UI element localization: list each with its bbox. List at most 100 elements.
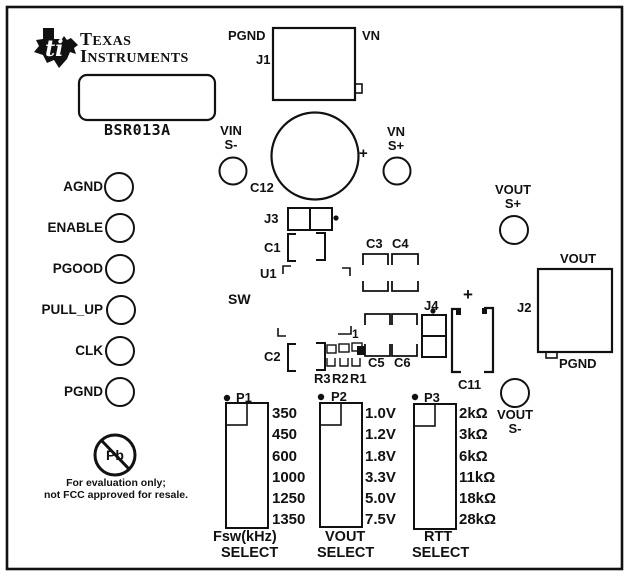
j4-pin1-dot [430,308,436,314]
vout-s-minus-label: VOUT S- [490,408,540,436]
c11-pads [450,306,495,374]
j3-pin1-dot [333,215,339,221]
u1-pin1-label: 1 [352,327,359,341]
label-box [77,73,217,122]
j1-pgnd-label: PGND [228,28,266,43]
p3-value: 11kΩ [459,469,496,486]
vn-s-plus-line2: S+ [387,138,405,153]
c2-pad-left [287,343,296,372]
vout-s-minus-line2: S- [508,421,522,436]
p2-value: 5.0V [365,490,396,507]
u1-ref: U1 [260,266,277,281]
p3-value: 3kΩ [459,426,488,443]
c1-pad-left [287,233,296,262]
agnd-testpoint [104,172,134,202]
pgood-label: PGOOD [52,261,103,276]
p2-ref: P2 [331,389,347,404]
pgnd-testpoint [105,377,135,407]
ti-logo-text: ti [45,36,64,62]
vin-s-minus-testpoint [218,156,248,186]
p2-value: 1.0V [365,405,396,422]
p1-caption2: SELECT [221,545,279,561]
p3-value: 28kΩ [459,511,497,528]
j1-vn-label: VN [362,28,381,43]
p3-dot [411,393,419,401]
p1-dot [223,394,231,402]
c2-pad-right [316,342,326,371]
p2-caption1: VOUT [325,529,366,545]
vout-s-plus-testpoint [499,215,529,245]
j2-vout-label: VOUT [560,251,597,266]
r2-ref: R2 [332,371,349,386]
j4-ref: J4 [424,298,439,313]
c12-ref: C12 [250,180,274,195]
p3-ref: P3 [424,390,440,405]
sw-label: SW [228,291,251,307]
c5-ref: C5 [368,355,385,370]
vn-s-plus-line1: VN [386,124,406,139]
ti-logo-icon: ti [34,28,78,68]
pad-mark [357,346,365,355]
p1-value: 600 [272,448,298,465]
c1-pad-right [316,232,326,261]
eval-notice-line2: not FCC approved for resale. [43,489,189,501]
vout-s-minus-testpoint [500,378,530,408]
p2-value: 3.3V [365,469,396,486]
j1-tab [354,83,363,94]
j3-ref: J3 [264,211,279,226]
p3-pin1-box [413,403,436,427]
j2-ref: J2 [517,300,532,315]
pullup-label: PULL_UP [41,302,103,317]
c11-ref: C11 [458,377,482,392]
c1-ref: C1 [264,240,281,255]
pb-symbol-text: Pb [106,447,124,463]
p3-value: 18kΩ [459,490,497,507]
c2-ref: C2 [264,349,281,364]
p1-value: 1350 [272,511,306,528]
r1-ref: R1 [350,371,367,386]
vout-s-minus-line1: VOUT [496,407,534,422]
enable-testpoint [105,213,135,243]
p1-value: 450 [272,426,298,443]
brand-line2: INSTRUMENTS [80,46,189,67]
p2-caption2: SELECT [317,545,375,561]
pgood-testpoint [105,254,135,284]
vout-s-plus-label: VOUT S+ [488,183,538,211]
p1-pin1-box [225,402,248,426]
u1-outline [277,265,352,337]
p2-pin1-box [319,402,342,426]
p2-value: 1.8V [365,448,396,465]
p2-dot [317,393,325,401]
c3-ref: C3 [366,236,383,251]
c4-ref: C4 [392,236,409,251]
vin-s-minus-label: VIN S- [211,124,251,152]
p3-value: 2kΩ [459,405,488,422]
vout-s-plus-line1: VOUT [494,182,532,197]
p1-caption1: Fsw(kHz) [213,529,277,545]
p2-value: 1.2V [365,426,396,443]
j1-connector [271,26,357,102]
pullup-testpoint [106,295,136,325]
agnd-label: AGND [63,179,103,194]
vn-s-plus-label: VN S+ [376,125,416,153]
pb-free-slash [100,439,131,471]
p3-value: 6kΩ [459,448,488,465]
r3-r2-r1-pads [326,342,363,367]
board-outline [5,5,624,571]
brand-line1: TEXAS [80,29,132,50]
j1-ref: J1 [256,52,271,67]
p3-caption2: SELECT [412,545,470,561]
r3-ref: R3 [314,371,331,386]
c12-plus: + [359,145,368,162]
p1-value: 1000 [272,469,306,486]
board-id: BSR013A [104,121,171,139]
p1-value: 1250 [272,490,306,507]
p3-caption1: RTT [424,529,453,545]
clk-testpoint [105,336,135,366]
j2-tab [545,351,558,359]
p2-value: 7.5V [365,511,396,528]
vn-s-plus-testpoint [382,156,412,186]
j2-pgnd-label: PGND [559,356,597,371]
